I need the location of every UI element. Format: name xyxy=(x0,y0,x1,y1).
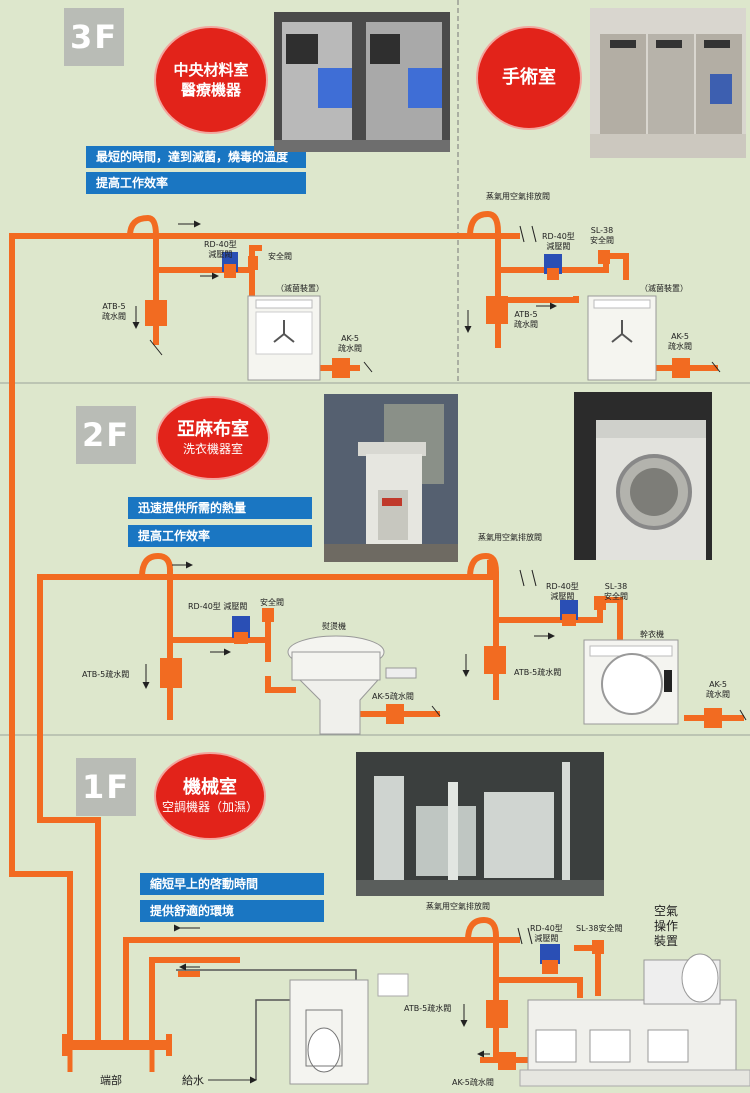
label-2f-right-rd40-l2: 減壓閥 xyxy=(550,592,575,601)
room-machine-line2: 空調機器（加濕） xyxy=(161,800,258,814)
label-2f-left-ironer: 熨燙機 xyxy=(322,622,346,631)
room-machine-line1: 機械室 xyxy=(183,777,237,798)
label-3f-left-rd40-l2: 減壓閥 xyxy=(208,250,233,259)
label-2f-right-rd40-l1: RD-40型 xyxy=(546,582,579,591)
label-2f-right-exhaust: 蒸氣用空氣排放閥 xyxy=(478,533,542,542)
label-2f-right-atb5: ATB-5疏水閥 xyxy=(514,668,562,677)
photo-machine-room xyxy=(356,752,604,896)
label-3f-left-atb5-l1: ATB-5 xyxy=(102,302,126,311)
label-1f-exhaust: 蒸氣用空氣排放閥 xyxy=(426,902,490,911)
dryer-machine xyxy=(583,639,679,725)
room-central-supply: 中央材料室 醫療機器 xyxy=(156,28,266,132)
benefit-2f-2: 提高工作效率 xyxy=(128,525,312,547)
label-3f-right-atb5: ATB-5 疏水閥 xyxy=(514,310,538,330)
label-2f-right-sl38-l1: SL-38 xyxy=(604,582,628,591)
label-3f-left-steril: （滅菌裝置） xyxy=(276,284,324,293)
label-3f-left-ak5: AK-5 疏水閥 xyxy=(338,334,362,354)
photo-washer xyxy=(574,392,712,560)
label-3f-left-rd40: RD-40型 減壓閥 xyxy=(204,240,237,260)
photo-sterilizers-3f xyxy=(274,12,450,152)
label-2f-right-dryer: 幹衣機 xyxy=(640,630,664,639)
floor-badge-3f: 3F xyxy=(64,8,124,66)
boiler-unit xyxy=(289,979,369,1085)
label-1f-sl38: SL-38安全閥 xyxy=(576,924,623,933)
label-3f-left-safety: 安全閥 xyxy=(268,252,292,261)
benefit-1f-1: 縮短早上的啓動時間 xyxy=(140,873,324,895)
main-risers xyxy=(9,233,520,1048)
photo-sterilizers-or xyxy=(590,8,746,158)
label-3f-right-ak5: AK-5 疏水閥 xyxy=(668,332,692,352)
air-handling-unit xyxy=(377,953,750,1087)
label-3f-right-rd40: RD-40型 減壓閥 xyxy=(542,232,575,252)
label-3f-left-ak5-l1: AK-5 xyxy=(341,334,359,343)
room-central-supply-line2: 醫療機器 xyxy=(180,81,241,99)
label-1f-air-unit-l2: 操作 xyxy=(654,919,679,933)
room-linen-line1: 亞麻布室 xyxy=(177,419,249,440)
sterilizer-3f-left xyxy=(247,295,321,381)
label-3f-right-rd40-l1: RD-40型 xyxy=(542,232,575,241)
label-3f-right-exhaust: 蒸氣用空氣排放閥 xyxy=(486,192,550,201)
label-1f-ak5: AK-5疏水閥 xyxy=(452,1078,494,1087)
label-2f-right-sl38-l2: 安全閥 xyxy=(604,592,628,601)
label-1f-air-unit: 空氣 操作 裝置 xyxy=(654,904,678,949)
label-2f-right-sl38: SL-38 安全閥 xyxy=(604,582,628,602)
label-2f-left-ak5: AK-5疏水閥 xyxy=(372,692,414,701)
label-1f-air-unit-l3: 裝置 xyxy=(654,934,679,948)
sterilizer-3f-right xyxy=(587,295,657,381)
benefit-1f-2: 提供舒適的環境 xyxy=(140,900,324,922)
label-1f-atb5: ATB-5疏水閥 xyxy=(404,1004,452,1013)
steam-header xyxy=(62,1034,172,1072)
label-3f-left-ak5-l2: 疏水閥 xyxy=(338,344,362,353)
label-3f-left-rd40-l1: RD-40型 xyxy=(204,240,237,249)
label-3f-right-atb5-l1: ATB-5 xyxy=(514,310,538,319)
label-water-supply: 給水 xyxy=(182,1074,204,1087)
label-2f-left-atb5: ATB-5疏水閥 xyxy=(82,670,130,679)
room-linen-line2: 洗衣機器室 xyxy=(182,442,243,456)
label-1f-air-unit-l1: 空氣 xyxy=(654,904,679,918)
room-linen: 亞麻布室 洗衣機器室 xyxy=(158,398,268,478)
label-2f-left-safety: 安全閥 xyxy=(260,598,284,607)
label-3f-right-rd40-l2: 減壓閥 xyxy=(546,242,571,251)
label-2f-right-rd40: RD-40型 減壓閥 xyxy=(546,582,579,602)
benefit-3f-2: 提高工作效率 xyxy=(86,172,306,194)
room-operating: 手術室 xyxy=(478,28,580,128)
benefit-2f-1: 迅速提供所需的熱量 xyxy=(128,497,312,519)
floor-badge-2f: 2F xyxy=(76,406,136,464)
label-3f-right-ak5-l2: 疏水閥 xyxy=(668,342,692,351)
label-3f-right-sl38-l1: SL-38 xyxy=(590,226,614,235)
ironer-machine xyxy=(287,635,417,735)
room-central-supply-line1: 中央材料室 xyxy=(173,61,249,79)
label-3f-right-steril: （滅菌裝置） xyxy=(640,284,688,293)
label-1f-rd40: RD-40型 減壓閥 xyxy=(530,924,563,944)
label-2f-left-rd40: RD-40型 減壓閥 xyxy=(188,602,248,611)
label-2f-right-ak5-l2: 疏水閥 xyxy=(706,690,730,699)
label-3f-right-sl38-l2: 安全閥 xyxy=(590,236,614,245)
label-3f-right-ak5-l1: AK-5 xyxy=(671,332,689,341)
label-3f-left-atb5: ATB-5 疏水閥 xyxy=(102,302,126,322)
label-1f-rd40-l2: 減壓閥 xyxy=(534,934,559,943)
label-1f-rd40-l1: RD-40型 xyxy=(530,924,563,933)
label-2f-right-ak5-l1: AK-5 xyxy=(709,680,727,689)
label-3f-right-atb5-l2: 疏水閥 xyxy=(514,320,538,329)
room-operating-line1: 手術室 xyxy=(502,67,556,88)
label-3f-right-sl38: SL-38 安全閥 xyxy=(590,226,614,246)
label-2f-right-ak5: AK-5 疏水閥 xyxy=(706,680,730,700)
label-header: 端部 xyxy=(100,1074,122,1087)
photo-linen-machine xyxy=(324,394,458,562)
room-machine: 機械室 空調機器（加濕） xyxy=(156,754,264,838)
benefit-3f-1: 最短的時間，達到滅菌，燒毒的溫度 xyxy=(86,146,306,168)
floor-badge-1f: 1F xyxy=(76,758,136,816)
label-3f-left-atb5-l2: 疏水閥 xyxy=(102,312,126,321)
